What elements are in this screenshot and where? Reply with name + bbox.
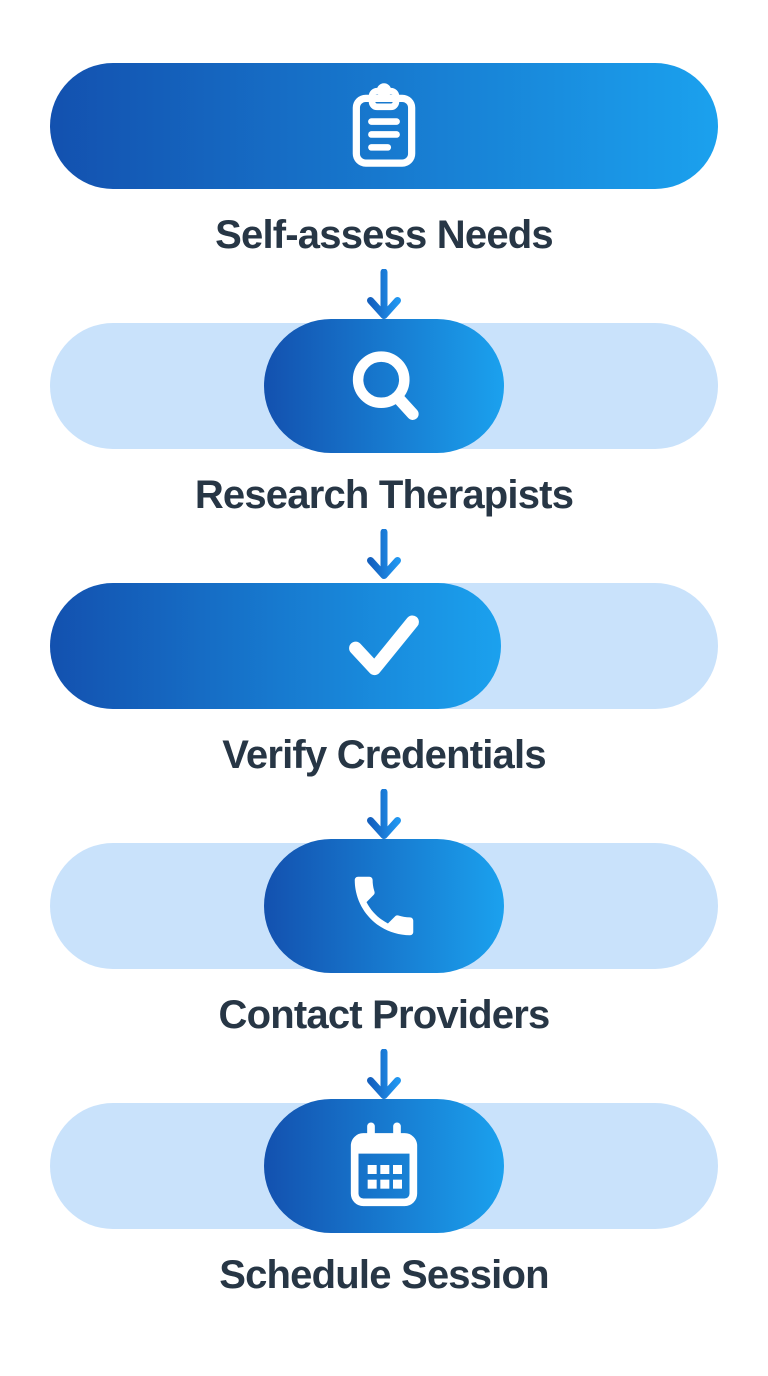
arrow-down-icon [367,789,401,839]
phone-icon [345,867,423,945]
step-capsule-self-assess [50,63,718,189]
step-capsule-verify [50,583,718,709]
step-label-self-assess: Self-assess Needs [215,213,554,257]
step-label-schedule: Schedule Session [219,1253,549,1297]
step-verify-credentials: Verify Credentials [50,583,718,843]
clipboard-icon [346,82,422,170]
step-capsule-contact [50,839,718,973]
step-capsule-research [50,319,718,453]
search-icon [342,344,426,428]
step-progress-pill [264,1099,504,1233]
step-progress-fill [50,583,501,709]
step-capsule-schedule [50,1099,718,1233]
step-contact-providers: Contact Providers [50,839,718,1103]
step-schedule-session: Schedule Session [50,1099,718,1297]
arrow-down-icon [367,269,401,319]
arrow-down-icon [367,1049,401,1099]
check-icon [340,606,428,686]
step-label-research: Research Therapists [194,473,574,517]
step-label-contact: Contact Providers [218,993,551,1037]
step-progress-pill [264,839,504,973]
step-research-therapists: Research Therapists [50,319,718,583]
step-self-assess-needs: Self-assess Needs [50,63,718,323]
calendar-icon [344,1121,424,1211]
arrow-down-icon [367,529,401,579]
step-progress-pill [264,319,504,453]
step-label-verify: Verify Credentials [222,733,546,777]
